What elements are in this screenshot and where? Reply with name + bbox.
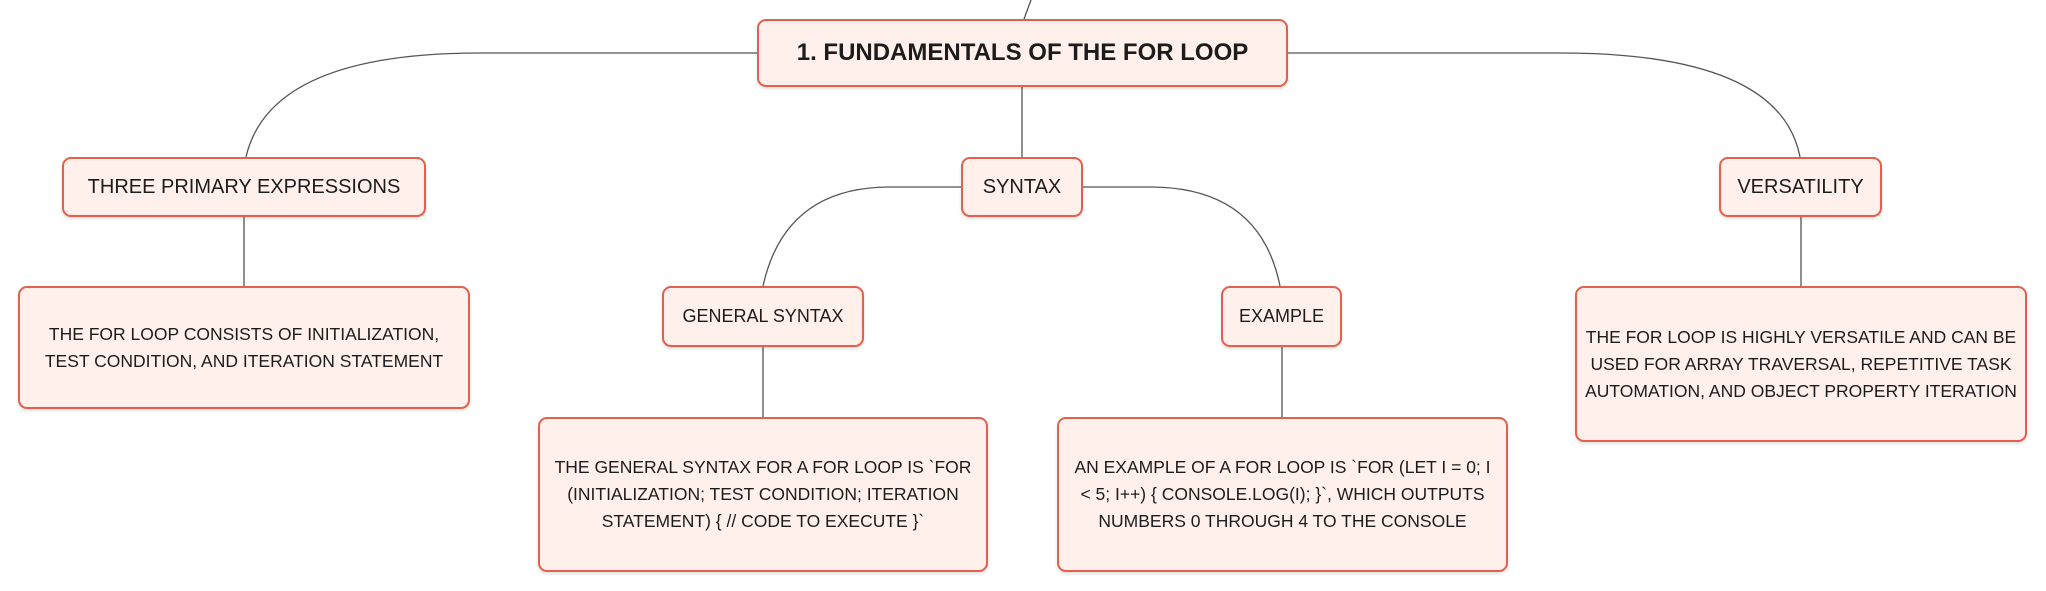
connector-root-versatility (1288, 52, 1801, 158)
subtopic-label: Example (1238, 306, 1325, 326)
detail-text: The for loop is highly versatile and can… (1585, 326, 2017, 401)
root-topic-node[interactable]: 1. Fundamentals of the for loop (757, 19, 1288, 87)
detail-text: An example of a for loop is `for (let i … (1074, 457, 1491, 531)
topic-syntax[interactable]: Syntax (961, 157, 1083, 217)
detail-versatility[interactable]: The for loop is highly versatile and can… (1575, 286, 2027, 442)
topic-label: Versatility (1737, 175, 1864, 198)
connector-root-three (245, 52, 757, 158)
connector-root-parent (1023, 0, 1032, 20)
subtopic-example[interactable]: Example (1221, 286, 1342, 347)
subtopic-general-syntax[interactable]: General syntax (662, 286, 864, 347)
detail-text: The general syntax for a for loop is `fo… (554, 457, 972, 531)
connector-syntax-general (762, 186, 961, 287)
root-topic-label: 1. Fundamentals of the for loop (796, 39, 1249, 66)
topic-versatility[interactable]: Versatility (1719, 157, 1882, 217)
topic-label: Syntax (982, 175, 1062, 198)
connector-syntax-example (1083, 186, 1281, 287)
topic-label: Three primary expressions (87, 175, 401, 198)
detail-example[interactable]: An example of a for loop is `for (let i … (1057, 417, 1508, 572)
detail-general-syntax[interactable]: The general syntax for a for loop is `fo… (538, 417, 988, 572)
detail-text: The for loop consists of initialization,… (44, 323, 444, 371)
detail-three-primary-expressions[interactable]: The for loop consists of initialization,… (18, 286, 470, 409)
topic-three-primary-expressions[interactable]: Three primary expressions (62, 157, 426, 217)
subtopic-label: General syntax (682, 306, 844, 326)
